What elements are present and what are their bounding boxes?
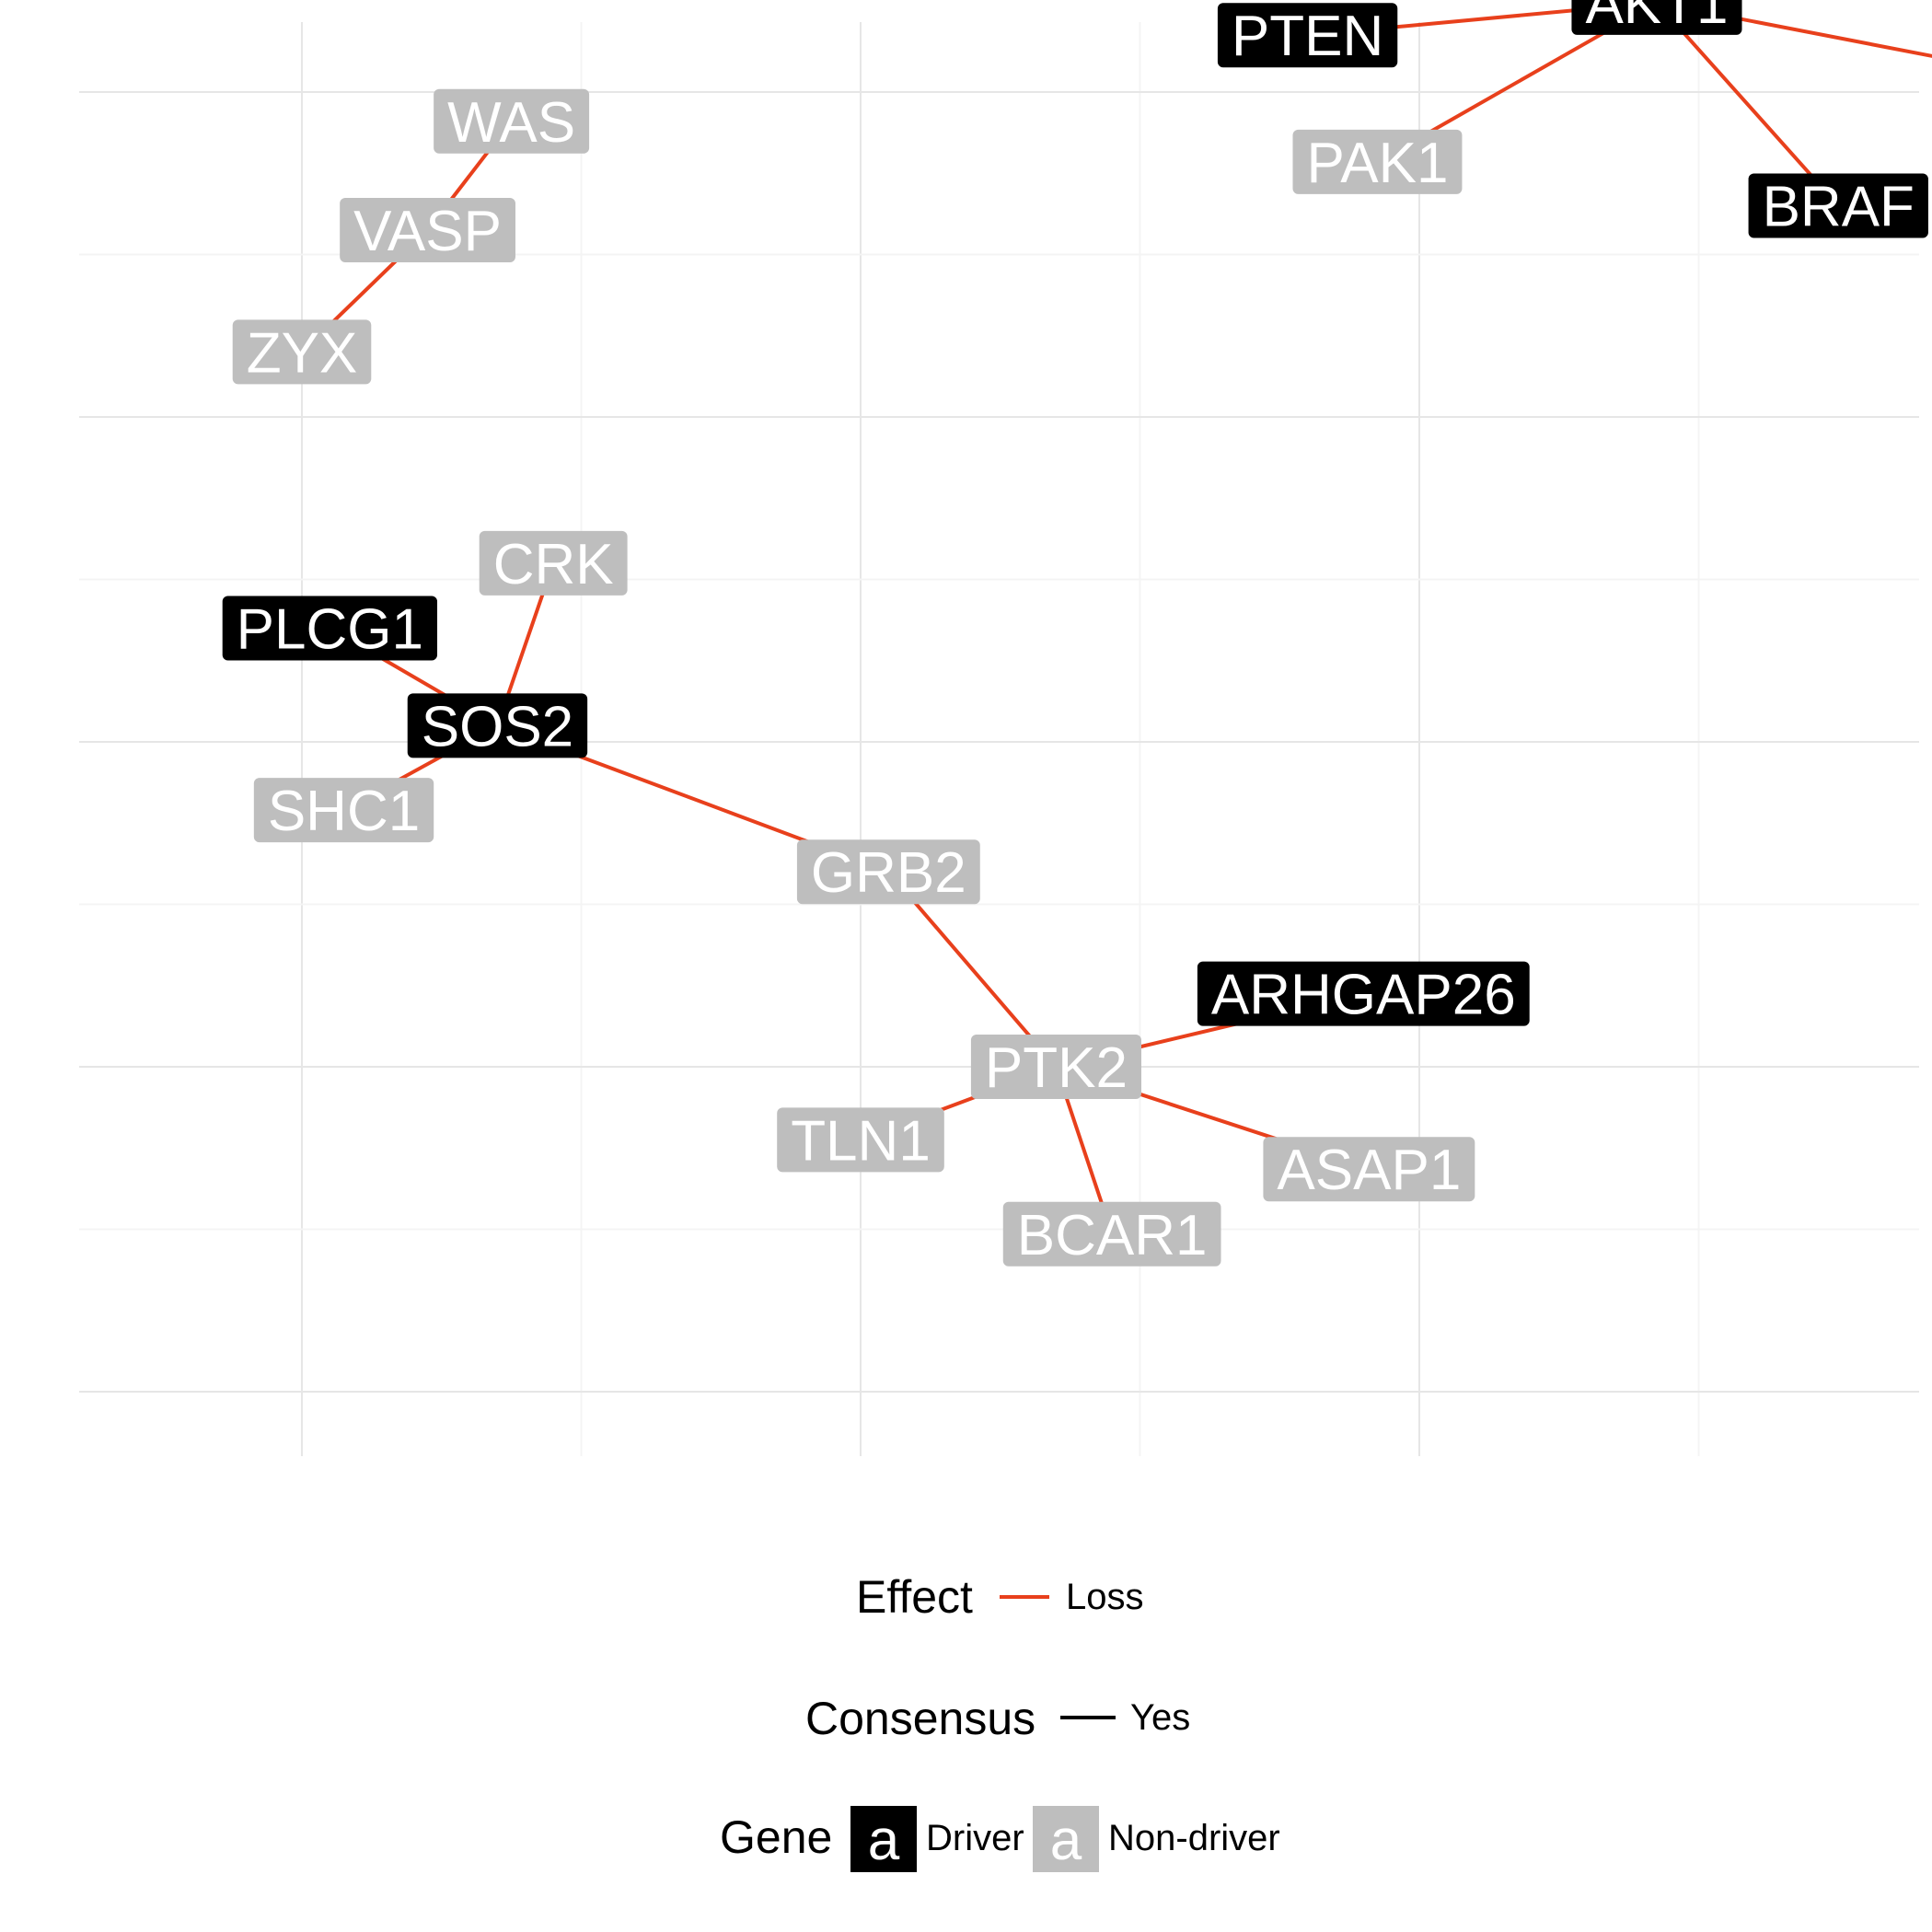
node-label-akt1: AKT1 [1585, 0, 1728, 36]
node-box-crk [479, 530, 628, 596]
node-layer: MAPK8IP1ILKMAP3K11RAF1AKT1PTENMAP2K4PAK1… [222, 0, 1928, 1267]
node-box-akt1 [1571, 0, 1742, 35]
node-shc1: SHC1 [253, 778, 434, 843]
legend-driver-glyph: a [868, 1809, 900, 1872]
node-box-grb2 [796, 839, 980, 905]
legend-gene-title: Gene [720, 1811, 832, 1863]
node-box-tln1 [777, 1107, 944, 1173]
node-box-ptk2 [970, 1035, 1141, 1099]
legend-effect: Effect Loss [856, 1571, 1144, 1623]
legend-effect-title: Effect [856, 1571, 973, 1623]
node-label-was: WAS [447, 91, 575, 155]
legend-gene: Gene a Driver a Non-driver [720, 1806, 1280, 1872]
node-bcar1: BCAR1 [1002, 1201, 1221, 1267]
legend-effect-label: Loss [1066, 1577, 1144, 1617]
node-label-plcg1: PLCG1 [237, 597, 423, 661]
node-pten: PTEN [1217, 3, 1398, 68]
node-box-arhgap26 [1197, 961, 1530, 1026]
legend-driver-key [850, 1806, 917, 1872]
legend-consensus-label: Yes [1130, 1697, 1190, 1738]
node-label-sos2: SOS2 [422, 695, 573, 758]
edge-braf-akt1 [1655, 1, 1840, 207]
node-box-shc1 [253, 778, 434, 843]
node-braf: BRAF [1748, 173, 1928, 239]
legend: Effect Loss Consensus Yes Gene a Driver … [720, 1571, 1280, 1872]
node-zyx: ZYX [232, 319, 372, 385]
node-box-bcar1 [1002, 1201, 1221, 1267]
node-crk: CRK [479, 530, 628, 596]
edge-map2k4-akt1 [1656, 0, 1932, 58]
node-label-asap1: ASAP1 [1277, 1139, 1461, 1202]
node-arhgap26: ARHGAP26 [1197, 961, 1530, 1027]
node-label-vasp: VASP [353, 200, 502, 263]
node-box-asap1 [1263, 1137, 1475, 1202]
node-label-braf: BRAF [1763, 176, 1915, 239]
legend-consensus-title: Consensus [805, 1693, 1035, 1744]
node-grb2: GRB2 [796, 839, 980, 905]
node-label-zyx: ZYX [247, 321, 358, 385]
legend-nondriver-glyph: a [1050, 1809, 1082, 1872]
node-box-sos2 [407, 693, 588, 758]
node-tln1: TLN1 [777, 1107, 944, 1173]
node-label-crk: CRK [493, 533, 614, 596]
node-label-tln1: TLN1 [791, 1109, 931, 1173]
node-asap1: ASAP1 [1263, 1137, 1475, 1202]
node-label-pten: PTEN [1232, 5, 1383, 68]
node-label-ptk2: PTK2 [985, 1036, 1128, 1100]
node-akt1: AKT1 [1571, 0, 1742, 36]
node-sos2: SOS2 [407, 693, 588, 758]
node-box-zyx [232, 319, 372, 385]
node-ptk2: PTK2 [970, 1035, 1141, 1100]
legend-driver-label: Driver [926, 1818, 1024, 1858]
node-box-pak1 [1292, 129, 1463, 194]
edge-grb2-ptk2 [886, 870, 1058, 1069]
node-box-pten [1217, 3, 1398, 68]
node-label-arhgap26: ARHGAP26 [1211, 964, 1516, 1027]
node-label-shc1: SHC1 [268, 780, 420, 843]
node-box-braf [1748, 173, 1928, 238]
node-box-vasp [340, 198, 515, 263]
node-box-plcg1 [222, 596, 438, 661]
node-pak1: PAK1 [1292, 129, 1463, 195]
node-label-grb2: GRB2 [811, 841, 966, 905]
legend-consensus: Consensus Yes [805, 1693, 1190, 1744]
background-grid [79, 22, 1919, 1456]
node-vasp: VASP [340, 198, 515, 263]
legend-nondriver-key [1033, 1806, 1099, 1872]
node-plcg1: PLCG1 [222, 596, 438, 661]
node-label-pak1: PAK1 [1306, 132, 1448, 195]
node-was: WAS [434, 88, 590, 155]
node-box-was [434, 88, 590, 154]
legend-nondriver-label: Non-driver [1108, 1818, 1280, 1858]
node-label-bcar1: BCAR1 [1017, 1204, 1208, 1267]
